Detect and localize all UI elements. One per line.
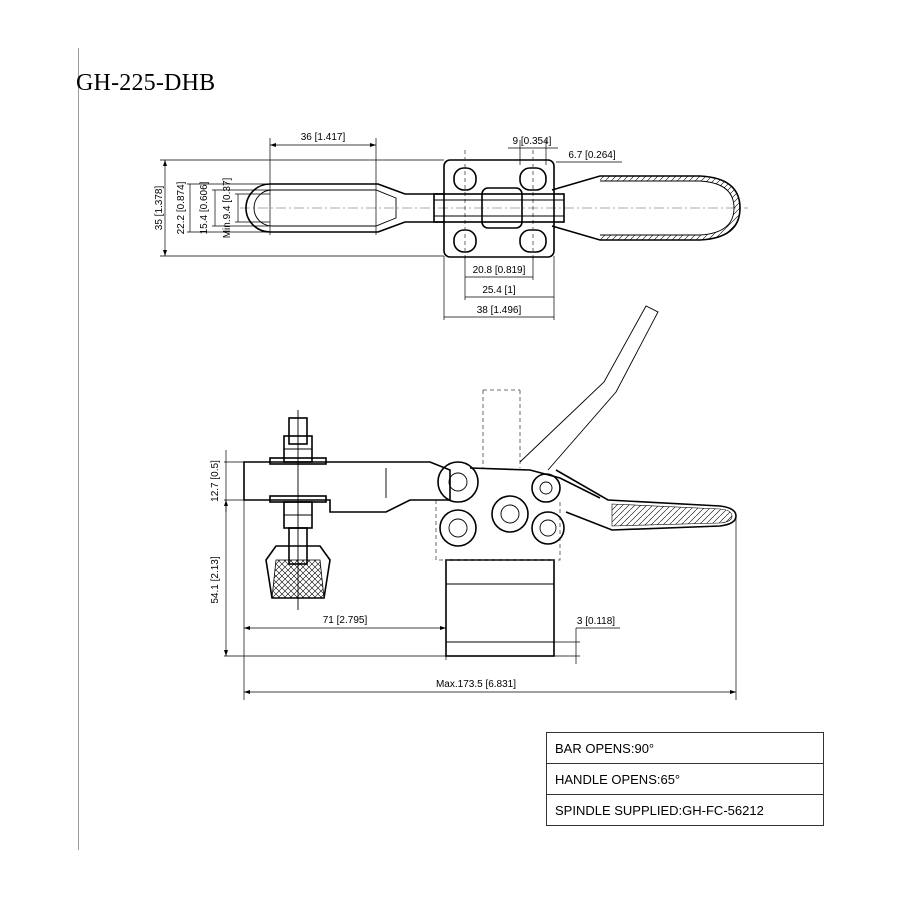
open-bar-ghost	[482, 389, 521, 468]
spec-table: BAR OPENS:90° HANDLE OPENS:65° SPINDLE S…	[546, 732, 824, 826]
side-base-block	[445, 559, 555, 657]
top-base-plate	[443, 159, 555, 258]
top-pivot	[481, 187, 523, 229]
top-frame	[433, 193, 565, 223]
handle-grip	[611, 503, 733, 527]
pivot-5	[531, 473, 561, 503]
margin-line	[78, 48, 79, 850]
dim-6-7: 6.7 [0.264]	[568, 150, 615, 161]
dim-max-173-5: Max.173.5 [6.831]	[436, 679, 516, 690]
dim-12-7: 12.7 [0.5]	[210, 460, 221, 502]
spec-row: BAR OPENS:90°	[546, 732, 824, 764]
spec-row: HANDLE OPENS:65°	[546, 763, 824, 795]
dim-3: 3 [0.118]	[577, 616, 615, 627]
spec-handle-opens: HANDLE OPENS:65°	[546, 763, 824, 795]
dim-22-2: 22.2 [0.874]	[176, 181, 187, 234]
dim-36: 36 [1.417]	[301, 132, 346, 143]
top-u-bar-slot	[253, 189, 397, 227]
pivot-2	[439, 509, 477, 547]
side-view	[243, 305, 737, 657]
pivot-4	[531, 511, 565, 545]
dim-25-4: 25.4 [1]	[482, 285, 516, 296]
spindle-rubber-tip	[265, 545, 331, 599]
spec-bar-opens: BAR OPENS:90°	[546, 732, 824, 764]
spec-row: SPINDLE SUPPLIED:GH-FC-56212	[546, 794, 824, 826]
top-view	[240, 150, 748, 262]
drawing-title: GH-225-DHB	[76, 70, 216, 96]
open-handle	[519, 305, 659, 471]
dim-54-1: 54.1 [2.13]	[210, 556, 221, 603]
dim-71: 71 [2.795]	[323, 615, 368, 626]
spec-spindle: SPINDLE SUPPLIED:GH-FC-56212	[546, 794, 824, 826]
dim-20-8: 20.8 [0.819]	[473, 265, 526, 276]
dim-35: 35 [1.378]	[154, 186, 165, 231]
hold-down-bar	[243, 461, 451, 513]
top-view-dimensions: 36 [1.417] 9 [0.354] 6.7 [0.264] 35 [1.3…	[154, 132, 622, 320]
pivot-1	[437, 461, 479, 503]
dim-38: 38 [1.496]	[477, 305, 522, 316]
side-view-dimensions: 12.7 [0.5] 54.1 [2.13] 71 [2.795] 3 [0.1…	[210, 450, 737, 700]
dim-9: 9 [0.354]	[513, 136, 552, 147]
dim-min-9-4: Min.9.4 [0.37]	[222, 177, 233, 238]
pivot-3	[491, 495, 529, 533]
top-handle-grip	[600, 176, 740, 240]
dim-15-4: 15.4 [0.606]	[199, 181, 210, 234]
